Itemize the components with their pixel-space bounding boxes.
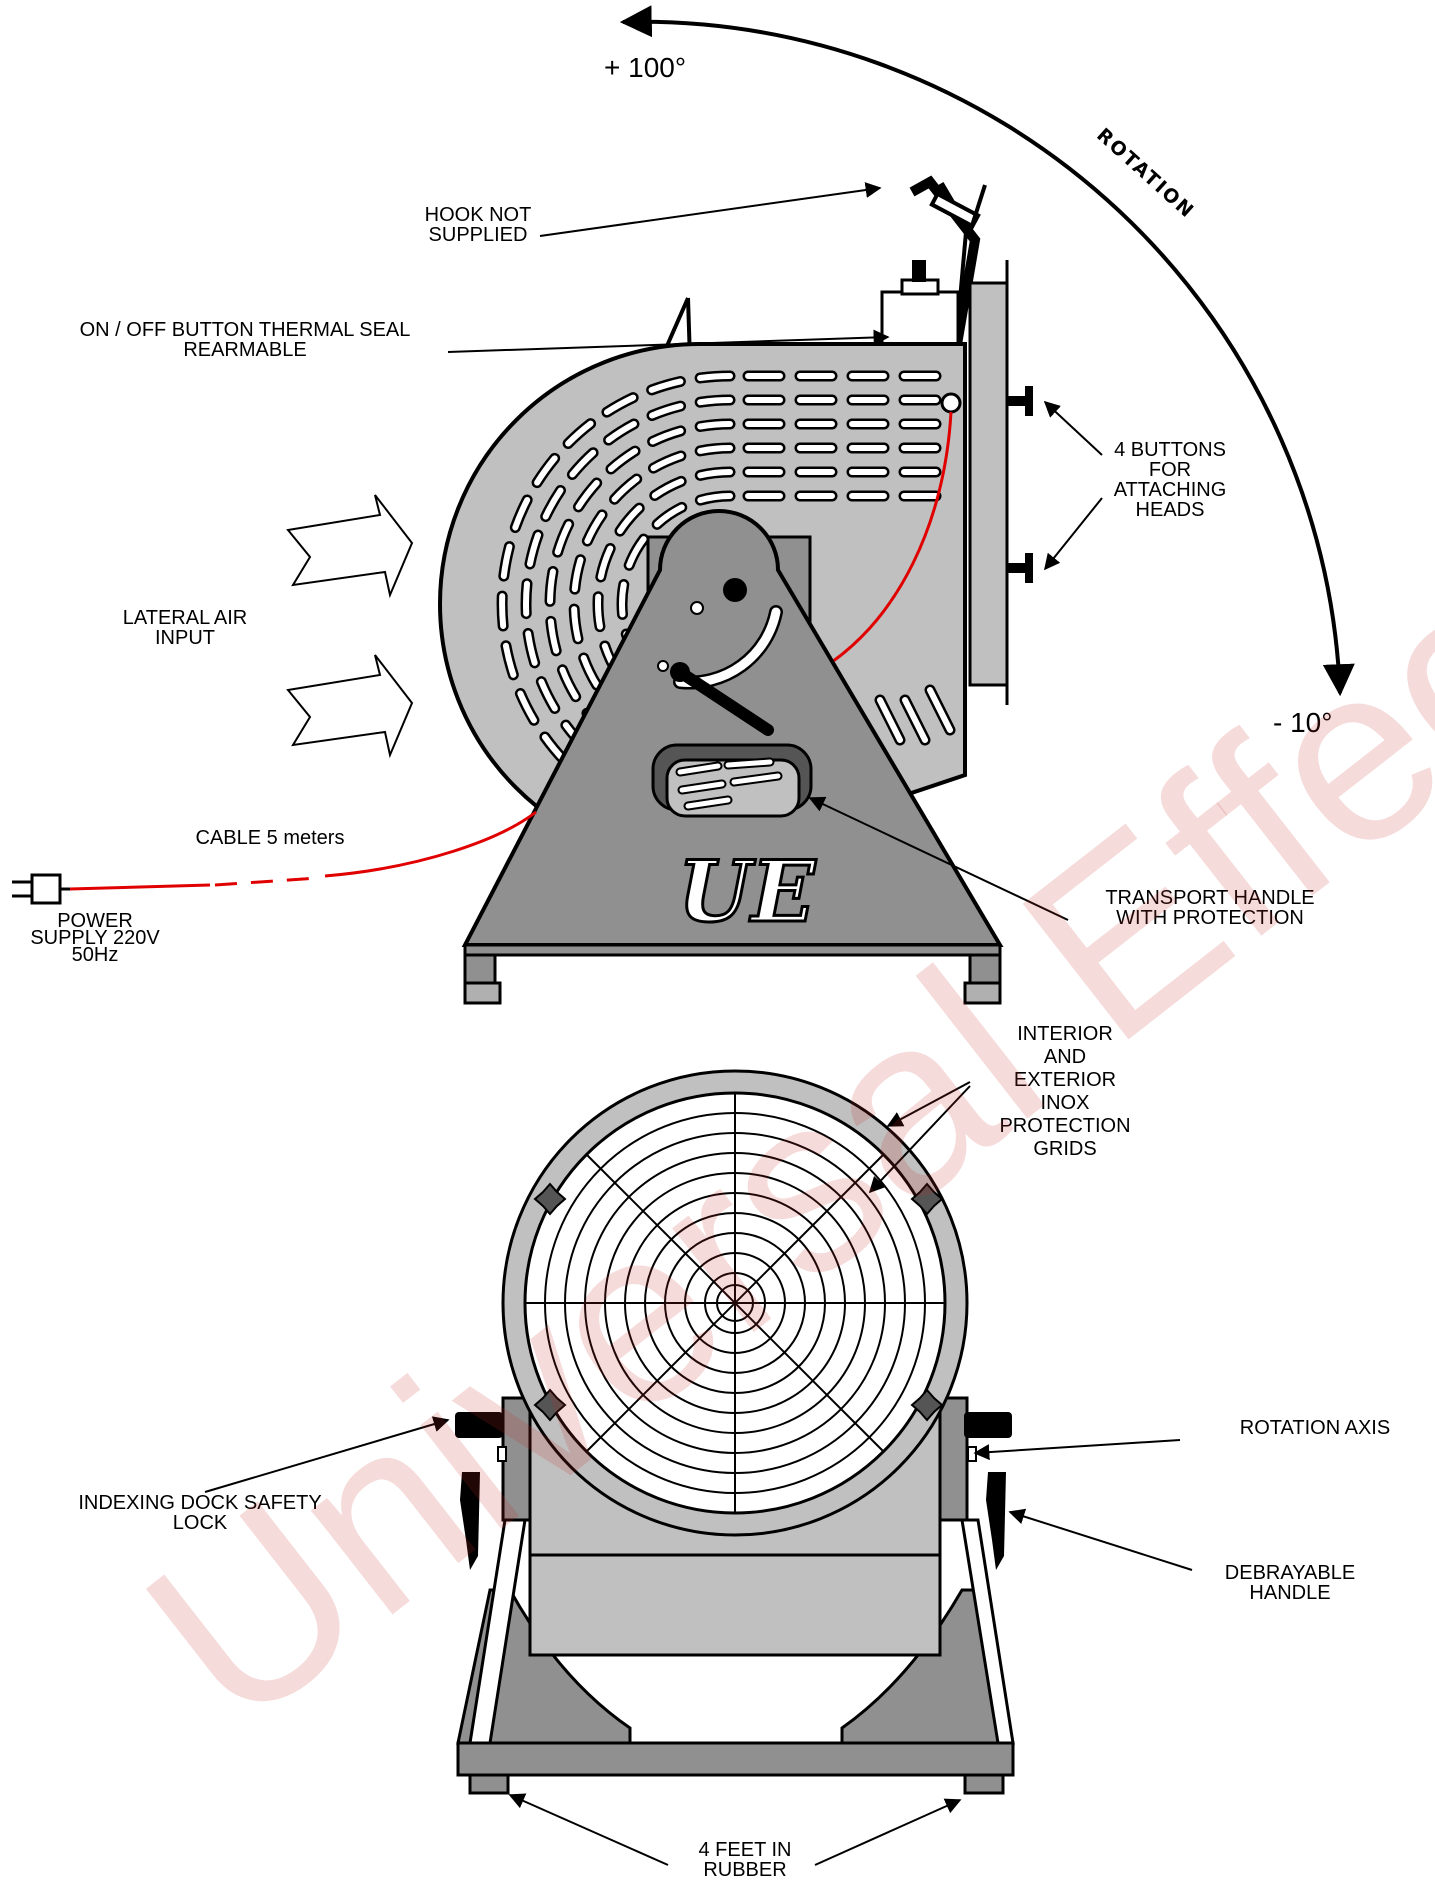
buttons-label: 4 BUTTONS FOR ATTACHING HEADS xyxy=(1113,439,1227,521)
hook-leader xyxy=(539,182,882,237)
inner-grid xyxy=(525,1093,945,1513)
safety-lock-knob xyxy=(455,1412,503,1438)
stand-triangle xyxy=(461,509,1004,947)
cable-label: CABLE 5 meters xyxy=(195,827,345,849)
onoff-label: ON / OFF BUTTON THERMAL SEAL REARMABLE xyxy=(79,319,411,361)
handle-right xyxy=(986,1472,1006,1570)
debrayable-leader xyxy=(1008,1508,1193,1571)
buttons-leader-1 xyxy=(1043,400,1103,456)
plus-angle-label: + 100° xyxy=(604,52,687,83)
grids-leader-2 xyxy=(868,1085,971,1194)
hook-label: HOOK NOT SUPPLIED xyxy=(424,204,532,246)
minus-angle-label: - 10° xyxy=(1273,707,1333,738)
mounting-plate xyxy=(968,281,1009,687)
power-cable-solid xyxy=(69,883,211,891)
power-cable-dashed xyxy=(214,876,319,887)
power-plug xyxy=(12,873,70,905)
rotation-axis-label: ROTATION AXIS xyxy=(1239,1417,1391,1439)
indexing-label: INDEXING DOCK SAFETY LOCK xyxy=(78,1492,322,1534)
grid-clips xyxy=(533,1182,944,1422)
indexing-leader xyxy=(204,1416,450,1493)
attaching-buttons xyxy=(1007,386,1033,583)
air-arrow-1 xyxy=(286,494,414,599)
ue-logo: UE xyxy=(676,841,816,943)
grids-leader-1 xyxy=(886,1081,971,1127)
onoff-leader xyxy=(447,329,890,353)
power-cable-body xyxy=(324,810,537,878)
transport-label: TRANSPORT HANDLE WITH PROTECTION xyxy=(1105,887,1315,929)
axis-leader xyxy=(973,1439,1181,1461)
rotation-arc xyxy=(619,5,1355,697)
feet-label: 4 FEET IN RUBBER xyxy=(698,1839,792,1881)
internal-wire xyxy=(819,411,953,672)
feet-leader-1 xyxy=(508,1793,669,1866)
debrayable-label: DEBRAYABLE HANDLE xyxy=(1224,1562,1356,1604)
air-arrow-2 xyxy=(286,654,414,759)
buttons-leader-2 xyxy=(1043,497,1103,571)
front-base-plate xyxy=(456,1741,1015,1777)
power-label: POWER SUPPLY 220V 50Hz xyxy=(30,910,160,966)
cradle-right xyxy=(840,1588,1015,1745)
lateral-air-label: LATERAL AIR INPUT xyxy=(122,607,248,649)
handle-left xyxy=(460,1472,480,1570)
grids-label: INTERIOR AND EXTERIOR INOX PROTECTION GR… xyxy=(999,1023,1131,1160)
thermal-light xyxy=(940,392,962,414)
transport-leader xyxy=(808,796,1069,921)
feet-leader-2 xyxy=(814,1798,962,1866)
